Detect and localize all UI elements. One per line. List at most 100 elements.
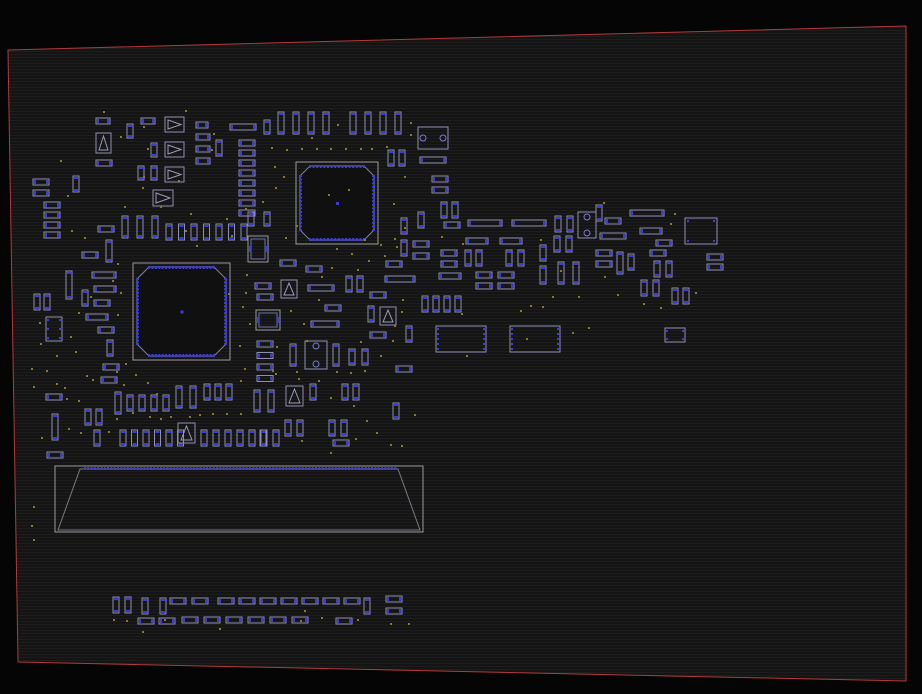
- pin: [178, 354, 181, 357]
- pad: [343, 385, 347, 387]
- pin: [337, 165, 340, 168]
- pin: [136, 319, 139, 322]
- pad: [354, 397, 358, 399]
- component-outline: [405, 325, 413, 343]
- pin: [245, 467, 248, 470]
- pad: [663, 251, 665, 255]
- pad: [95, 287, 97, 291]
- passive-component: [301, 597, 319, 605]
- pin: [224, 325, 227, 328]
- pad: [227, 618, 229, 622]
- component-outline: [572, 261, 580, 285]
- via: [441, 236, 443, 238]
- via: [116, 371, 118, 373]
- pin: [372, 175, 375, 177]
- via: [390, 444, 392, 446]
- pad: [423, 309, 427, 311]
- via: [185, 230, 187, 232]
- pin: [390, 467, 393, 470]
- component-outline: [387, 149, 395, 167]
- pin: [168, 354, 171, 357]
- pin: [352, 238, 355, 241]
- via: [384, 255, 386, 257]
- passive-component: [65, 270, 73, 300]
- passive-component: [497, 282, 515, 290]
- pad: [252, 151, 254, 155]
- pin: [364, 467, 367, 470]
- via: [376, 432, 378, 434]
- via: [242, 306, 244, 308]
- component-outline: [577, 211, 597, 239]
- via: [39, 322, 41, 324]
- via: [240, 380, 242, 382]
- pad: [258, 353, 260, 358]
- component-outline: [164, 116, 185, 133]
- passive-component: [627, 253, 635, 271]
- passive-component: [159, 597, 167, 615]
- pad: [394, 404, 398, 406]
- pad: [347, 277, 351, 279]
- pad: [47, 328, 49, 330]
- passive-component: [440, 249, 458, 257]
- component-outline: [253, 389, 261, 413]
- passive-component: [284, 419, 292, 437]
- component-outline: [595, 249, 613, 257]
- component-outline: [604, 217, 622, 225]
- pad: [445, 223, 447, 227]
- pad: [402, 253, 406, 255]
- pin: [354, 467, 357, 470]
- pad: [97, 422, 101, 424]
- via: [617, 294, 619, 296]
- passive-component: [141, 597, 149, 615]
- component-outline: [272, 429, 280, 447]
- passive-component: [322, 111, 330, 135]
- pad: [111, 328, 113, 332]
- pad: [179, 225, 184, 227]
- pin: [224, 288, 227, 291]
- passive-component: [175, 385, 183, 409]
- via: [226, 413, 228, 415]
- pin: [126, 467, 129, 470]
- polarity-mark: [167, 119, 183, 130]
- pin: [372, 185, 375, 188]
- pad: [389, 163, 393, 165]
- pin: [136, 315, 139, 318]
- pad: [443, 158, 445, 162]
- component-outline: [305, 265, 323, 273]
- via: [124, 206, 126, 208]
- pad: [268, 284, 270, 288]
- pad: [249, 246, 251, 252]
- pin: [192, 354, 195, 357]
- component-outline: [238, 179, 256, 187]
- component-outline: [150, 142, 158, 158]
- pin: [136, 278, 139, 280]
- polarity-mark: [180, 424, 193, 441]
- via: [112, 280, 114, 282]
- polarity-mark: [98, 134, 109, 151]
- pad: [567, 249, 571, 251]
- component-outline: [195, 157, 211, 165]
- pad: [47, 395, 49, 399]
- passive-component: [649, 249, 667, 257]
- component-outline: [385, 595, 403, 603]
- pad: [399, 597, 401, 601]
- passive-component: [499, 237, 523, 245]
- via: [41, 437, 43, 439]
- component-outline: [256, 375, 274, 382]
- pad: [511, 343, 513, 345]
- pin: [136, 284, 139, 287]
- pin: [265, 467, 268, 470]
- pin: [352, 165, 355, 168]
- pad: [666, 338, 668, 340]
- via: [351, 253, 353, 255]
- pad: [252, 161, 254, 165]
- pad: [307, 267, 309, 271]
- via: [410, 134, 412, 136]
- inductor-component: [255, 309, 281, 331]
- sot-component: [95, 132, 112, 154]
- via: [147, 148, 149, 150]
- component-outline: [267, 389, 275, 413]
- pad: [252, 201, 254, 205]
- passive-component: [195, 157, 211, 165]
